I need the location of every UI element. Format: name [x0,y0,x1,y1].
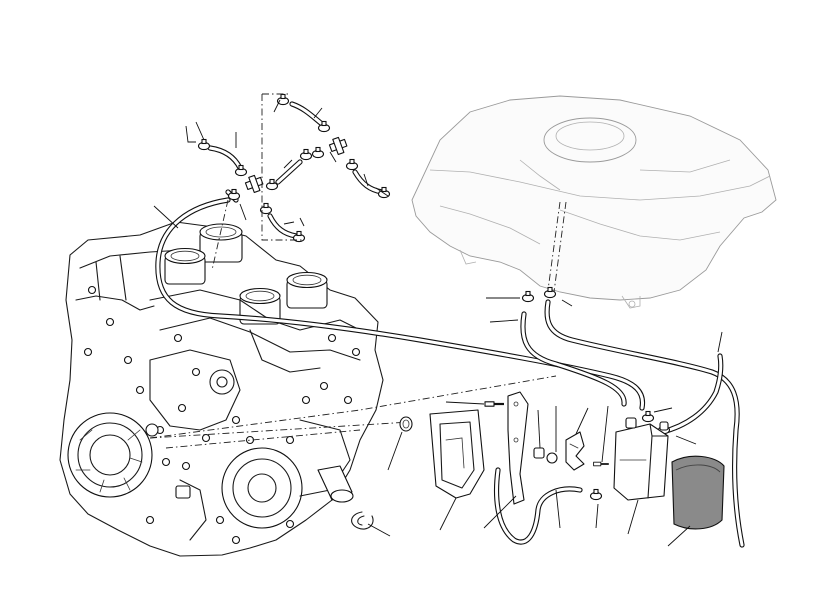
heat-shield [429,409,485,499]
callout-leaders [153,99,723,547]
engine-block [59,221,384,557]
hose-clamp [276,93,290,106]
canister-bracket [507,391,529,505]
hose-clamp [311,146,325,159]
hose-clamp [345,158,359,171]
tee-fitting-2 [328,136,348,156]
tank-hose-clamp [521,290,535,303]
hose-clamp [299,148,313,161]
mounting-plate [565,431,585,471]
throttle-body-2 [164,247,206,285]
throttle-body-3 [286,271,328,309]
tank-breather-hose [544,299,745,548]
canister-outlet-hose [659,353,724,435]
tee-fitting [244,174,264,194]
screw [592,461,610,467]
canister-cover [671,455,725,530]
clutch-cover [221,447,303,529]
assembly-guide-lines [149,93,567,449]
drain-hose-clamp [589,488,603,501]
engine-bolt-heads [83,285,361,545]
evap-canister [613,417,669,501]
fuel-tank-cover [411,95,777,309]
alternator-cover [67,412,153,498]
rubber-grommet [399,416,413,432]
canister-vent-hose [520,311,627,407]
long-vapor-hose [155,197,646,411]
bolt [483,400,506,408]
hose-clip [351,511,374,530]
rubber-grommet-2 [533,447,558,464]
canister-hose-clamp [641,410,655,423]
drain-hose [493,467,583,545]
hose-clamp [197,138,211,151]
outlet-pipe [317,465,354,503]
